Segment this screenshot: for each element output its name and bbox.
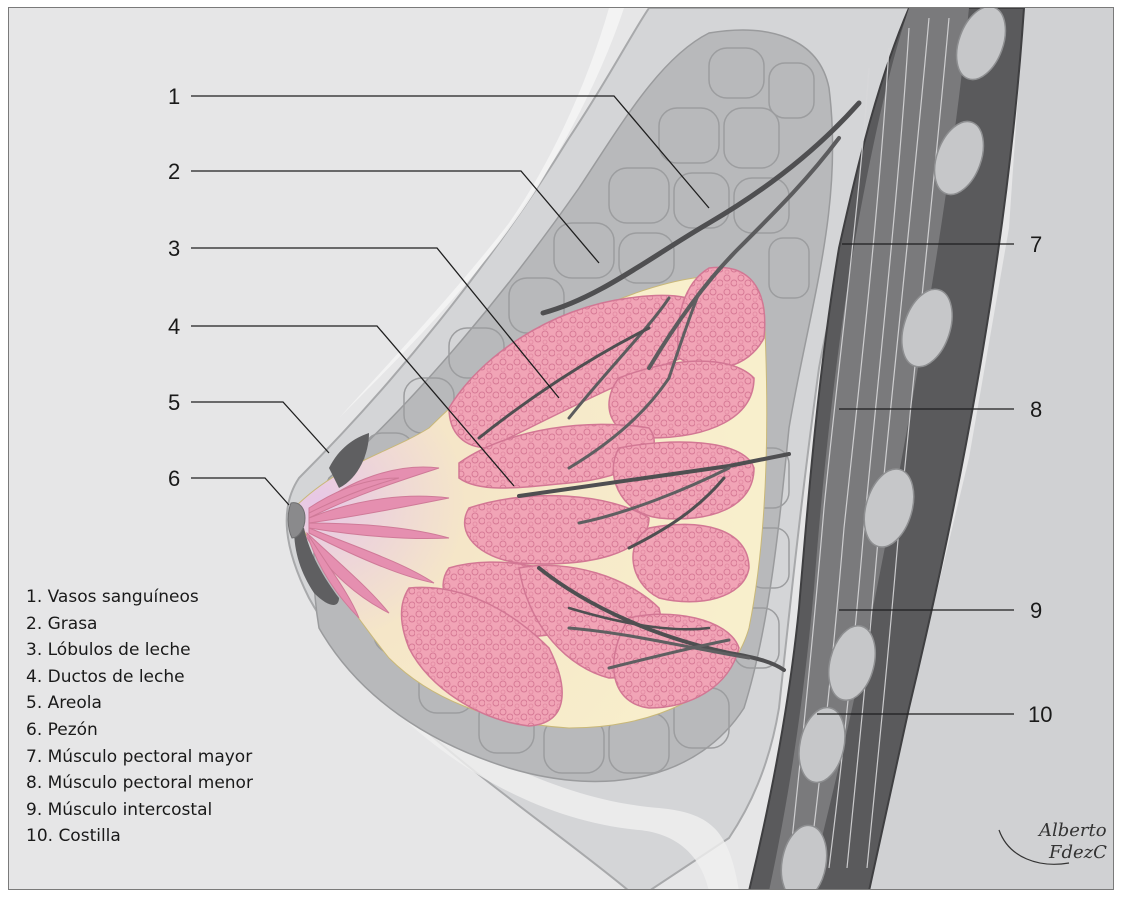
callout-7: 7: [1030, 232, 1042, 257]
callout-2: 2: [168, 159, 180, 184]
breast-anatomy-diagram: 1 2 3 4 5 6 7 8 9 10 Alberto FdezC 1. Va…: [8, 7, 1114, 890]
signature-line-1: Alberto: [1037, 820, 1107, 841]
signature-line-2: FdezC: [1048, 842, 1107, 863]
legend-item: 8. Músculo pectoral menor: [26, 770, 253, 797]
legend: 1. Vasos sanguíneos 2. Grasa 3. Lóbulos …: [26, 584, 253, 850]
callout-1: 1: [168, 84, 180, 109]
legend-item: 3. Lóbulos de leche: [26, 637, 253, 664]
callout-6: 6: [168, 466, 180, 491]
legend-item: 9. Músculo intercostal: [26, 797, 253, 824]
legend-item: 6. Pezón: [26, 717, 253, 744]
legend-item: 2. Grasa: [26, 611, 253, 638]
callout-4: 4: [168, 314, 180, 339]
legend-item: 1. Vasos sanguíneos: [26, 584, 253, 611]
callout-5: 5: [168, 390, 180, 415]
callout-10: 10: [1028, 702, 1052, 727]
legend-item: 7. Músculo pectoral mayor: [26, 744, 253, 771]
legend-item: 10. Costilla: [26, 823, 253, 850]
callout-8: 8: [1030, 397, 1042, 422]
legend-item: 5. Areola: [26, 690, 253, 717]
callout-3: 3: [168, 236, 180, 261]
callout-9: 9: [1030, 598, 1042, 623]
legend-item: 4. Ductos de leche: [26, 664, 253, 691]
